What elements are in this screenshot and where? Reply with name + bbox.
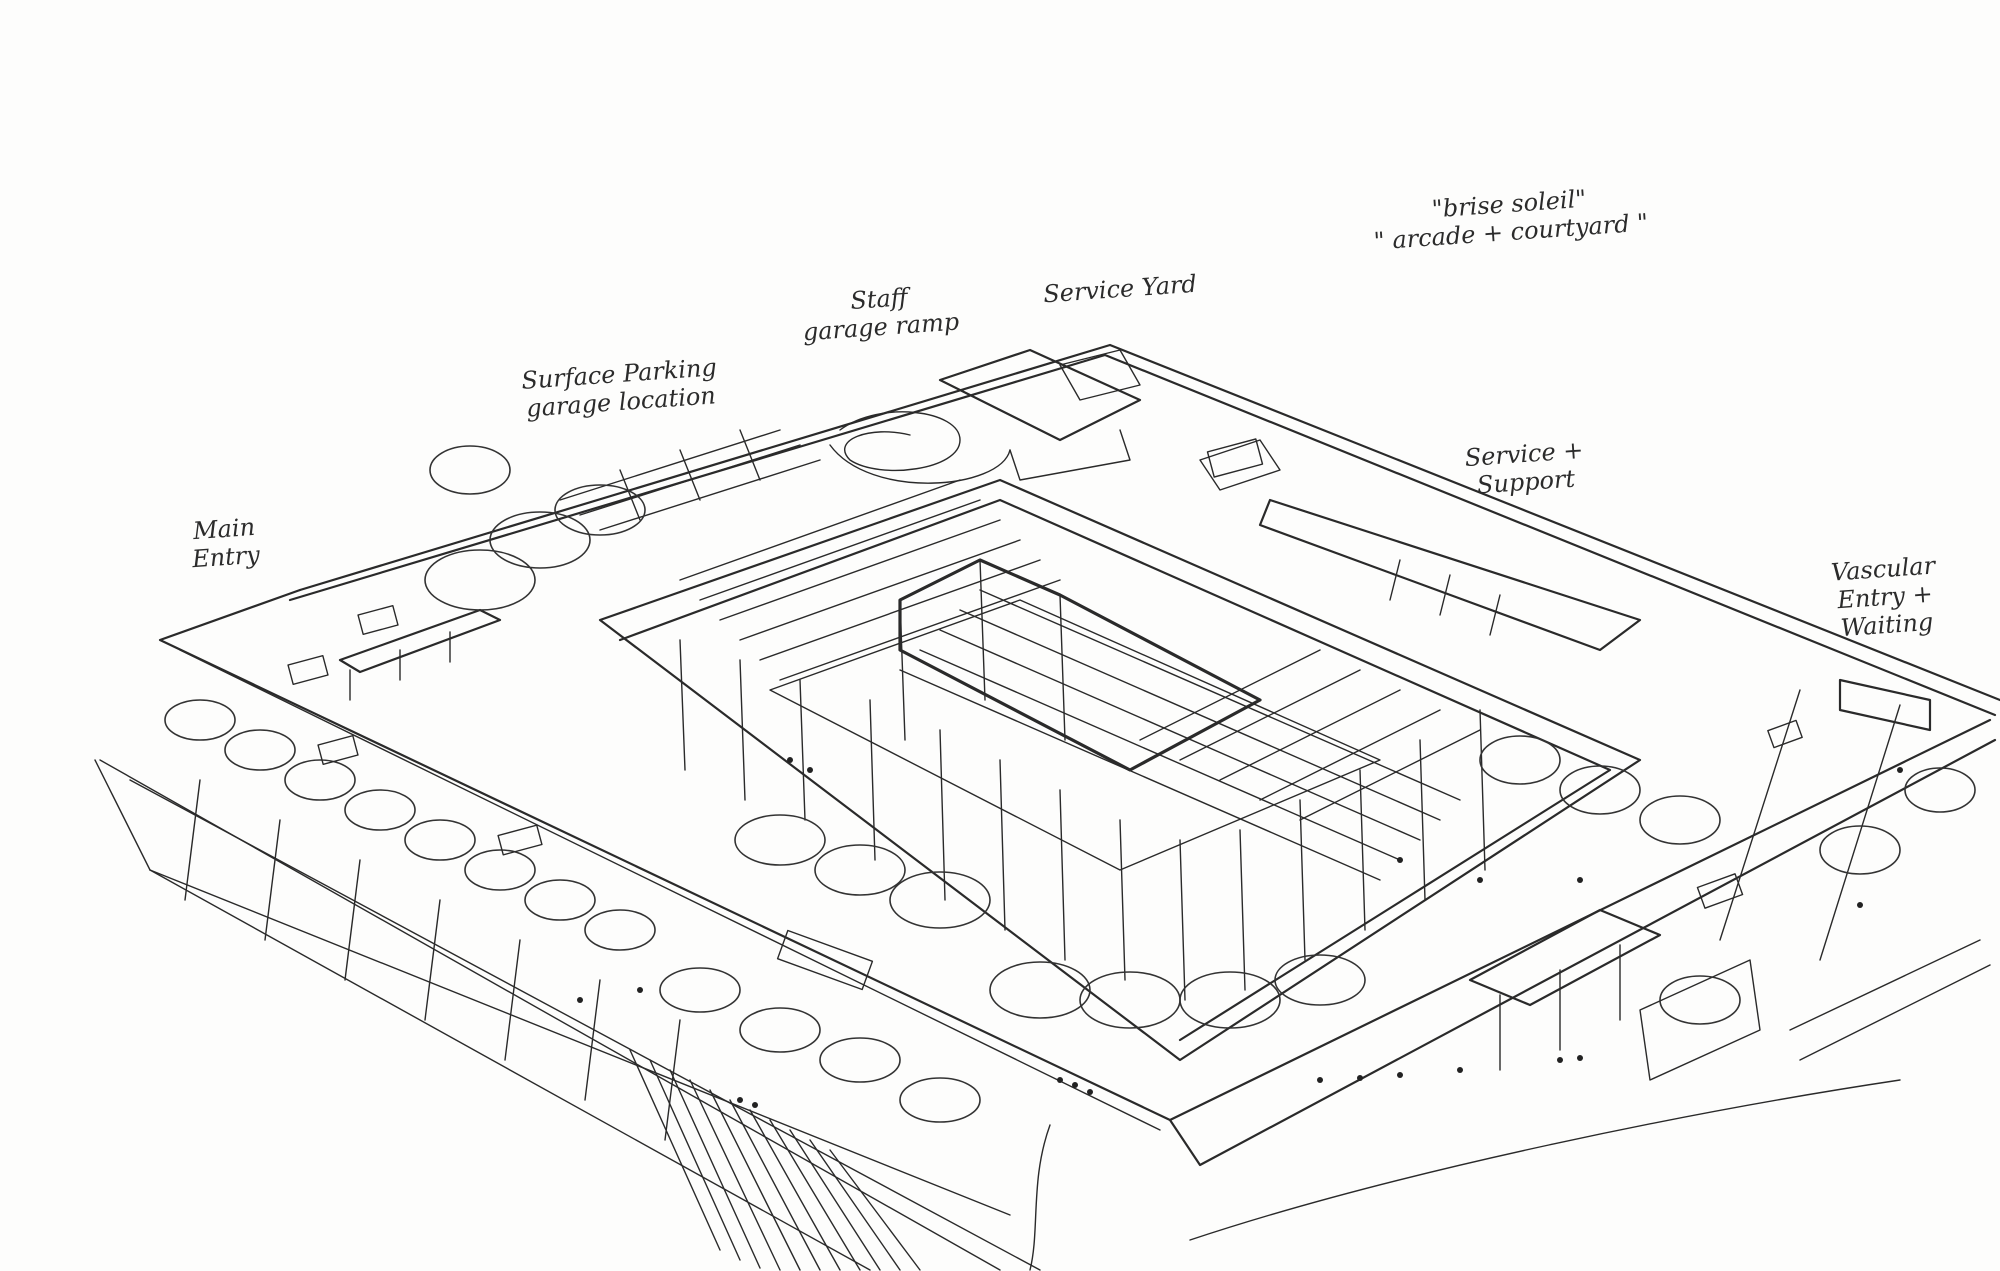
- crosswalk: [629, 1049, 921, 1271]
- label-service-support: Service + Support: [1463, 435, 1585, 500]
- service-yard: [938, 348, 1281, 491]
- vehicles: [287, 438, 1803, 991]
- garage-ramp: [829, 411, 1011, 484]
- main-entry-canopy: [338, 429, 821, 701]
- people: [577, 757, 1903, 1108]
- vascular-entry-canopy: [1719, 678, 1932, 961]
- label-staff-garage-ramp: Staff garage ramp: [801, 283, 961, 347]
- service-support-building: [1258, 498, 1642, 652]
- label-vascular-entry: Vascular Entry + Waiting: [1830, 551, 1936, 643]
- brise-soleil-grid: [679, 479, 1486, 1001]
- site-boundary: [158, 343, 2000, 1167]
- trees: [164, 445, 1976, 1123]
- label-main-entry: Main Entry: [191, 512, 261, 574]
- arcade-canopy: [1468, 908, 1761, 1081]
- foreground-streets: [94, 759, 1991, 1271]
